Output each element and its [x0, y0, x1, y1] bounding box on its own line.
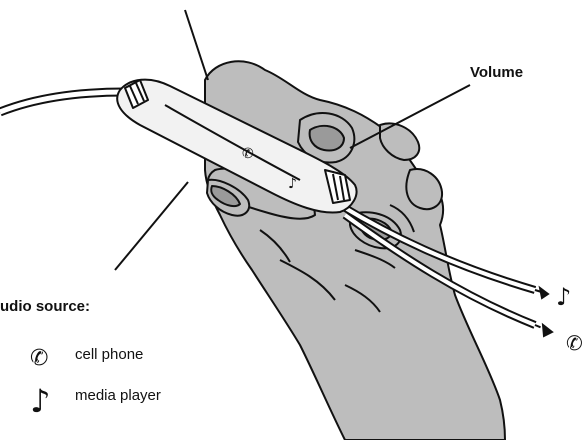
- volume-label: Volume: [470, 64, 523, 81]
- svg-text:♪: ♪: [288, 176, 297, 192]
- output-arrows: [535, 288, 552, 336]
- hand-illustration: [205, 61, 505, 440]
- audio-source-label: udio source:: [0, 298, 90, 315]
- svg-text:♪: ♪: [556, 283, 571, 311]
- legend-item-media-player: media player: [75, 387, 161, 404]
- phone-handset-icon: ✆: [30, 346, 48, 371]
- music-note-icon: ♪: [30, 382, 50, 420]
- legend-item-cell-phone: cell phone: [75, 346, 143, 363]
- svg-text:✆: ✆: [566, 331, 583, 355]
- cable-end-icons: ♪ ✆: [556, 283, 583, 355]
- svg-text:✆: ✆: [242, 146, 254, 162]
- legend-icons: ✆ ♪: [30, 346, 50, 420]
